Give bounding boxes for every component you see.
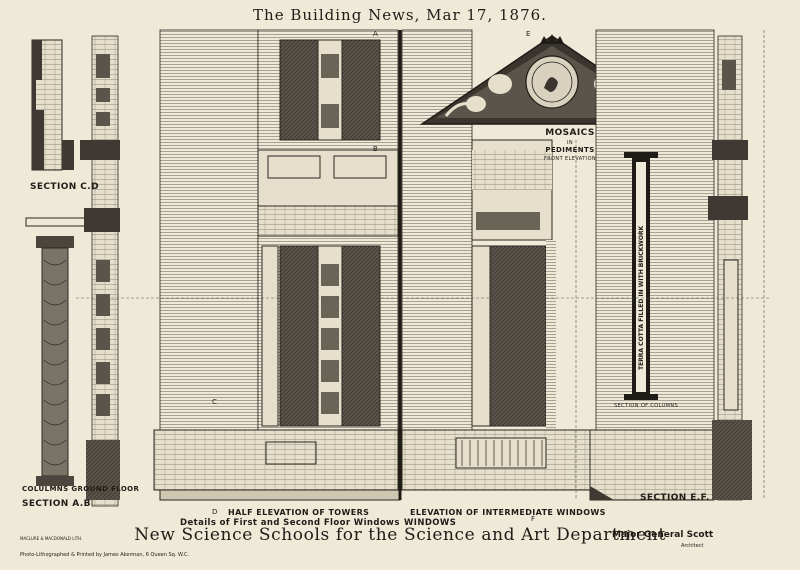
label-section-ef: SECTION E.F.: [640, 493, 710, 503]
label-section-columns: SECTION OF COLUMNS: [614, 403, 679, 409]
label-terra-cotta: TERRA COTTA FILLED IN WITH BRICKWORK: [638, 225, 645, 370]
architect-role: Architect: [681, 543, 704, 549]
section-letter-c: C: [212, 398, 217, 406]
publication-header: The Building News, Mar 17, 1876.: [253, 6, 547, 24]
ornate-column-drawing: [25, 217, 87, 486]
section-letter-f: F: [531, 515, 536, 523]
right-wall: [589, 29, 752, 501]
label-windows: WINDOWS: [404, 518, 457, 528]
label-section-ab: SECTION A.B: [22, 499, 91, 509]
printer-credit: Photo-Lithographed & Printed by James Ak…: [20, 552, 190, 558]
engraver-credit: MACLURE & MACDONALD LITH.: [20, 536, 83, 541]
label-columns: COLULMNS GROUND FLOOR: [22, 485, 140, 493]
label-mosaics: MOSAICS: [545, 128, 595, 138]
label-half-elevation: HALF ELEVATION OF TOWERS: [228, 508, 370, 517]
dimension-lines: [76, 30, 770, 500]
left-wall-strip: [80, 35, 120, 507]
section-letter-b: B: [373, 145, 378, 153]
section-cd-drawing: [31, 39, 74, 171]
tower-elevation: [153, 29, 401, 501]
intermediate-windows-elevation: [401, 29, 591, 491]
drawing-title: New Science Schools for the Science and …: [134, 525, 666, 545]
label-details: Details of First and Second Floor Window…: [180, 518, 400, 528]
label-elevation-windows: ELEVATION OF INTERMEDIATE WINDOWS: [410, 508, 606, 517]
section-letter-e: E: [526, 30, 531, 38]
label-mosaics-in: IN: [566, 140, 573, 146]
section-letter-a: A: [373, 30, 378, 38]
label-section-cd: SECTION C.D: [30, 182, 99, 192]
section-letter-d: D: [212, 508, 218, 516]
label-pediments: PEDIMENTS: [545, 146, 595, 154]
label-front-elevation: FRONT ELEVATION: [543, 156, 597, 162]
architect-name: Major General Scott: [612, 530, 714, 540]
